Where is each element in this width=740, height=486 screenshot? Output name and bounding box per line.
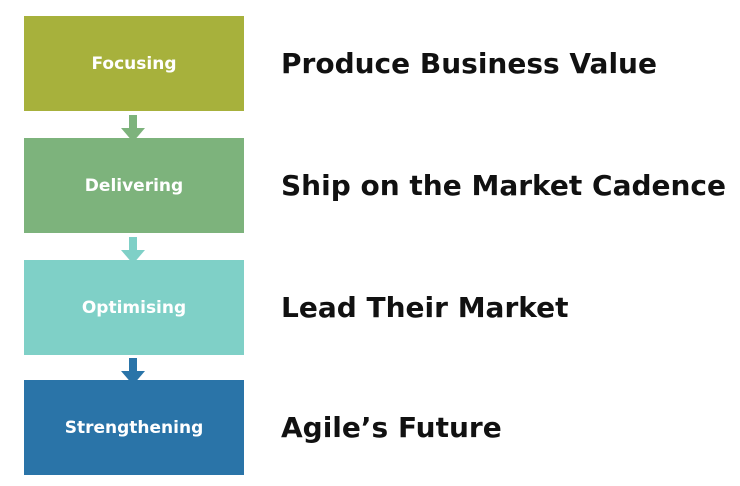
outcome-produce-business-value: Produce Business Value: [281, 47, 657, 80]
outcome-lead-their-market: Lead Their Market: [281, 291, 569, 324]
stage-box-optimising: Optimising: [24, 260, 244, 355]
stage-box-focusing: Focusing: [24, 16, 244, 111]
outcome-agiles-future: Agile’s Future: [281, 411, 502, 444]
stage-box-strengthening: Strengthening: [24, 380, 244, 475]
stage-label-focusing: Focusing: [91, 53, 177, 74]
outcome-ship-on-market-cadence: Ship on the Market Cadence: [281, 169, 727, 202]
stage-label-optimising: Optimising: [81, 297, 187, 318]
stage-label-strengthening: Strengthening: [64, 417, 204, 438]
stage-box-delivering: Delivering: [24, 138, 244, 233]
stage-label-delivering: Delivering: [84, 175, 184, 196]
